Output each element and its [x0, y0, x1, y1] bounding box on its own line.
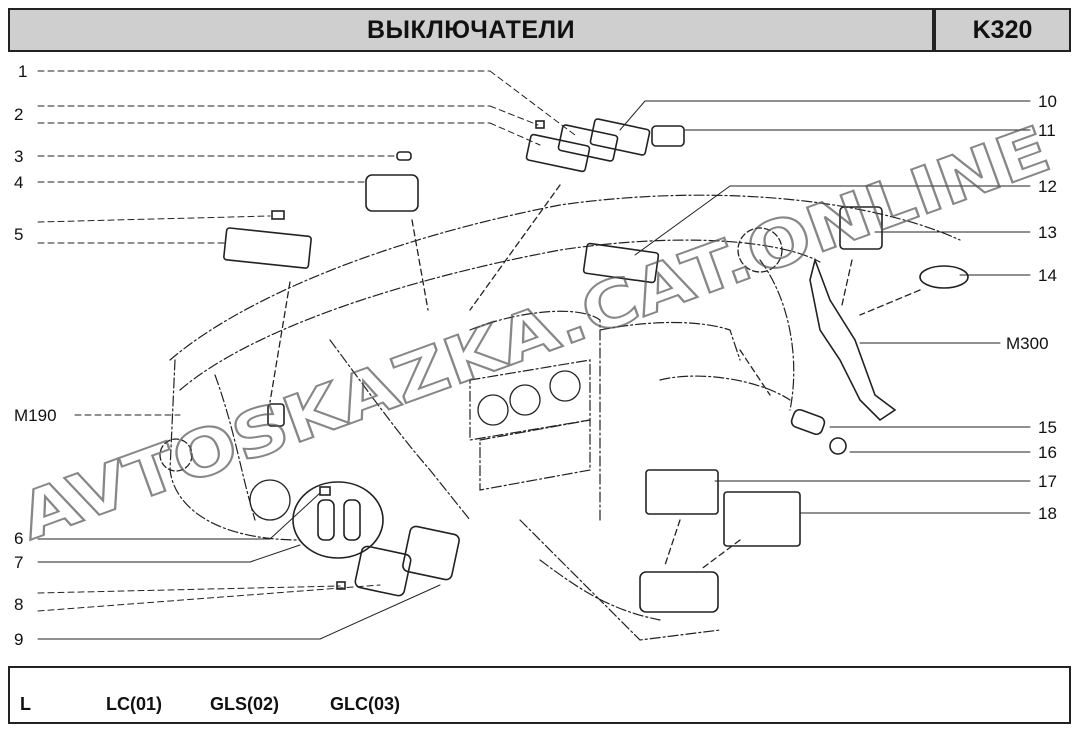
callout-14: 14: [1038, 266, 1057, 285]
switch-parts: [223, 118, 969, 613]
callout-3: 3: [14, 147, 24, 166]
dashboard-diagram: [37, 70, 1031, 641]
callout-17: 17: [1038, 472, 1057, 491]
callout-4: 4: [14, 173, 24, 192]
variant-l: L: [20, 694, 31, 714]
leader-lines: [37, 70, 576, 612]
callout-7: 7: [14, 553, 24, 572]
callout-13: 13: [1038, 223, 1057, 242]
callout-m300: M300: [1006, 334, 1049, 353]
header-bar: ВЫКЛЮЧАТЕЛИ K320: [8, 8, 1071, 52]
callout-9: 9: [14, 630, 24, 649]
callout-8: 8: [14, 595, 24, 614]
page-title: ВЫКЛЮЧАТЕЛИ: [366, 15, 576, 44]
footer-variants: L LC(01) GLS(02) GLC(03): [8, 666, 1071, 724]
callout-6: 6: [14, 529, 24, 548]
instrument-gauges: [159, 227, 783, 521]
callout-m190: M190: [14, 406, 57, 425]
installation-arrows: [269, 184, 921, 571]
callout-12: 12: [1038, 177, 1057, 196]
callout-16: 16: [1038, 443, 1057, 462]
variant-glc: GLC(03): [330, 694, 401, 714]
callout-2: 2: [14, 105, 24, 124]
callout-5: 5: [14, 225, 24, 244]
callout-11: 11: [1038, 121, 1056, 140]
solid-leaders: [37, 100, 1031, 640]
callout-15: 15: [1038, 418, 1057, 437]
dashboard-outline: [169, 194, 961, 641]
variant-lc: LC(01): [106, 694, 163, 714]
variant-gls: GLS(02): [210, 694, 280, 714]
callout-10: 10: [1038, 92, 1057, 111]
callout-18: 18: [1038, 504, 1057, 523]
callout-1: 1: [18, 62, 28, 81]
page-code: K320: [932, 10, 1069, 50]
